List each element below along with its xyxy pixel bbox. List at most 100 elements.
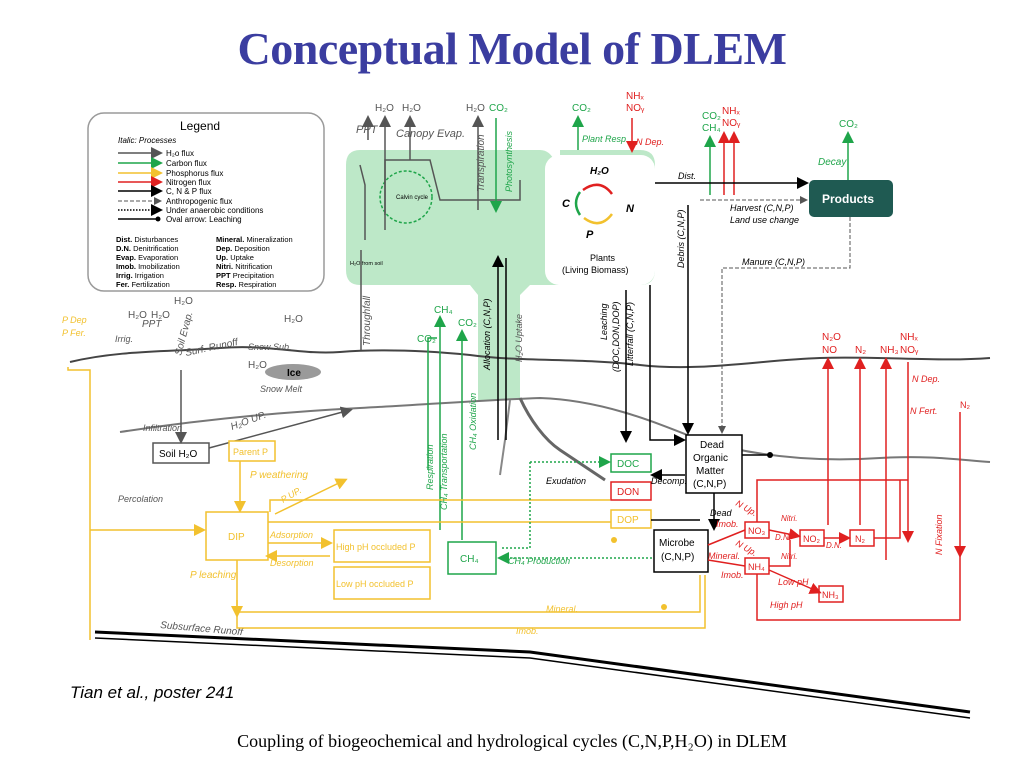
- mineral-label: Mineral.: [708, 551, 740, 561]
- legend-italic-note: Italic: Processes: [118, 136, 176, 145]
- n-network-top: [756, 479, 908, 522]
- p-weathering-label: P weathering: [250, 470, 308, 481]
- n-dep-label: N Dep.: [912, 374, 940, 384]
- abbr: Imob.: [116, 262, 136, 271]
- bedrock-line: [94, 630, 971, 714]
- canopy-evap-label: Canopy Evap.: [396, 128, 465, 140]
- svg-text:Mineral. Mineralization: Mineral. Mineralization: [216, 235, 293, 244]
- nhx-label: NHₓ: [900, 332, 918, 343]
- low-ph-occluded-p-box: [333, 566, 431, 600]
- nh3-pool-label: NH₃: [822, 590, 839, 600]
- harvest-label: Harvest (C,N,P): [730, 203, 794, 213]
- mineral-label: Mineral.: [546, 604, 578, 614]
- svg-text:Imob. Imobilization: Imob. Imobilization: [116, 262, 180, 271]
- p-fer-label: P Fer.: [62, 328, 86, 338]
- don-box: [610, 481, 652, 501]
- ch4-pool-box: [447, 541, 497, 575]
- doc-box: [610, 453, 652, 473]
- dop-label: DOP: [617, 515, 639, 526]
- h2o-label: H₂O: [466, 103, 485, 114]
- imob-p-line: [236, 575, 706, 629]
- products-box: [809, 180, 893, 217]
- decomp-label: Decomp.: [651, 476, 687, 486]
- p-input-line: [67, 367, 91, 640]
- dead-organic-matter-box: [685, 434, 743, 494]
- abbr: Fer.: [116, 280, 129, 289]
- nh3-pool-box: [818, 585, 844, 603]
- legend-anaerobic: Under anaerobic conditions: [118, 204, 263, 216]
- plants-sublabel: (Living Biomass): [562, 265, 629, 275]
- co2-label: CO₂: [489, 103, 508, 114]
- dist-label: Dist.: [678, 171, 696, 181]
- svg-text:Fer. Fertilization: Fer. Fertilization: [116, 280, 170, 289]
- abbr: Irrig.: [116, 271, 133, 280]
- abbr-text: Evaporation: [138, 253, 178, 262]
- cnp-cycle-yellow-arc: [583, 213, 613, 225]
- nh4-label: NH₄: [748, 562, 765, 572]
- no2-label: NO₂: [803, 534, 821, 544]
- citation: Tian et al., poster 241: [70, 683, 235, 702]
- nh4-to-nh3-arrow: [768, 569, 822, 594]
- dead-label: Dead: [710, 508, 733, 518]
- calvin-cycle-icon: [379, 170, 433, 224]
- litterfall-arrow: [649, 285, 686, 446]
- n-up-label: N Up.: [734, 498, 759, 518]
- infiltration-label: Infiltration: [143, 423, 182, 433]
- dn-label: D.N.: [775, 533, 791, 542]
- legend: Legend Italic: Processes H₂o flux Carbon…: [87, 112, 325, 292]
- svg-text:Evap. Evaporation: Evap. Evaporation: [116, 253, 178, 262]
- imob-label: Imob.: [721, 570, 744, 580]
- microbe-box: [653, 529, 709, 573]
- p-up-arrow: [274, 478, 348, 515]
- svg-text:Irrig. Irrigation: Irrig. Irrigation: [116, 271, 164, 280]
- throughfall-label: Throughfall: [362, 295, 373, 346]
- abbr-text: Nitrification: [235, 262, 272, 271]
- dom-label-2: Organic: [693, 453, 728, 464]
- abbr-text: Fertilization: [131, 280, 169, 289]
- nhx-label: NHₓ: [722, 106, 740, 117]
- n-fixation-label: N Fixation: [934, 514, 944, 555]
- ch4-transport-label: CH₄ Transportation: [439, 434, 449, 510]
- soil-h2o-label: Soil H₂O: [159, 449, 198, 460]
- legend-anthropogenic: Anthropogenic flux: [118, 197, 232, 206]
- cycle-c-label: C: [562, 198, 571, 210]
- ch4-production-label: CH₄ Production: [508, 556, 570, 566]
- microbe-no3-link: [707, 529, 746, 546]
- noy-label: NOᵧ: [626, 103, 645, 114]
- root-system: [518, 397, 606, 482]
- svg-text:PPT Precipitation: PPT Precipitation: [216, 271, 274, 280]
- legend-abbreviations-right: Mineral. Mineralization Dep. Deposition …: [216, 235, 293, 289]
- abbr-text: Irrigation: [135, 271, 164, 280]
- transpiration-label: Transpiration: [476, 134, 487, 192]
- ch4-pool-label: CH₄: [460, 554, 479, 565]
- ch4-label: CH₄: [434, 305, 453, 316]
- canopy-water-line: [359, 164, 366, 240]
- cnp-cycle-red-arc: [582, 183, 613, 195]
- h2o-label: H₂O: [248, 360, 267, 371]
- cycle-n-label: N: [626, 203, 635, 215]
- land-use-label: Land use change: [730, 215, 799, 225]
- n-dep-label: N Dep.: [636, 137, 664, 147]
- manure-label: Manure (C,N,P): [742, 257, 805, 267]
- mineral-p-line: [237, 575, 701, 613]
- dip-label: DIP: [228, 532, 245, 543]
- anaerobic-carbon-line: [500, 462, 531, 549]
- n2o-label: N₂O: [822, 332, 841, 343]
- plant-resp-label: Plant Resp.: [582, 134, 629, 144]
- dom-label-4: (C,N,P): [693, 479, 726, 490]
- litterfall-label: Litterfall (C,N,P): [625, 302, 635, 366]
- snow-melt-label: Snow Melt: [260, 384, 303, 394]
- co2-label: CO₂: [458, 318, 477, 329]
- legend-flux-h2o: H₂o flux: [118, 147, 194, 159]
- abbr: PPT: [216, 271, 231, 280]
- low-ph-label: Low pH: [778, 577, 809, 587]
- abbr-text: Mineralization: [246, 235, 292, 244]
- noy-label: NOᵧ: [900, 345, 919, 356]
- slide-title: Conceptual Model of DLEM: [237, 23, 787, 74]
- abbr-text: Respiration: [239, 280, 277, 289]
- abbr-text: Imobilization: [138, 262, 180, 271]
- svg-text:Resp. Respiration: Resp. Respiration: [216, 280, 276, 289]
- svg-text:Nitri. Nitrification: Nitri. Nitrification: [216, 262, 272, 271]
- ground: [69, 346, 991, 719]
